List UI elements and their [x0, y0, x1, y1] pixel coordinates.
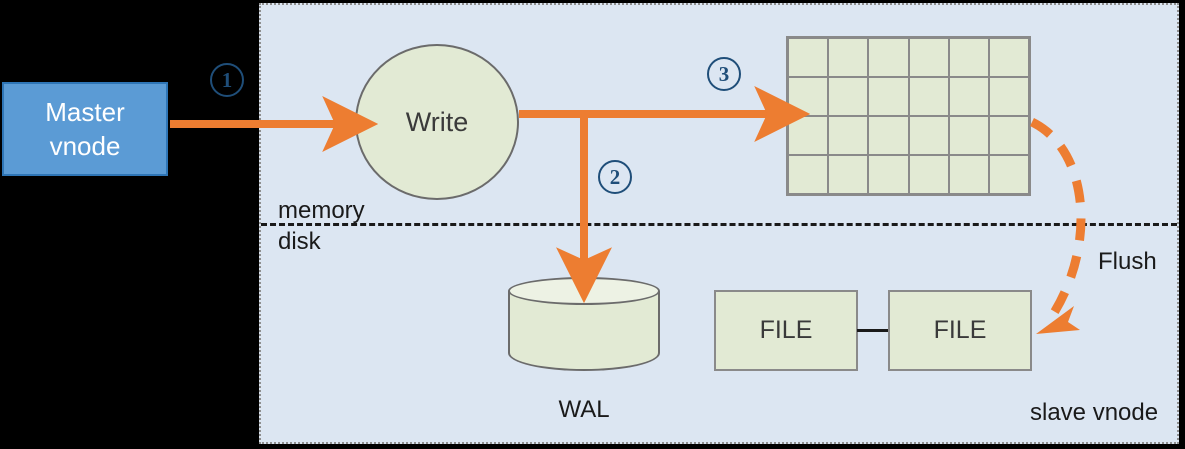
memtable-cell — [949, 78, 988, 115]
wal-cylinder[interactable] — [508, 277, 660, 373]
memtable-cell — [829, 39, 868, 76]
memtable-cell — [829, 117, 868, 154]
flush-label: Flush — [1098, 248, 1157, 275]
memtable-cell — [829, 156, 868, 193]
write-node-label: Write — [405, 106, 469, 137]
memtable-cell — [789, 78, 828, 115]
memory-tier-label: memory — [278, 197, 365, 224]
memtable-cell — [949, 117, 988, 154]
memtable-grid — [786, 36, 1031, 196]
memtable-cell — [949, 156, 988, 193]
memtable-cell — [909, 117, 948, 154]
memtable-cell — [869, 39, 908, 76]
memtable-cell — [989, 156, 1028, 193]
step-number-3: 3 — [707, 57, 741, 91]
memtable-cell — [869, 156, 908, 193]
memtable-cell — [989, 117, 1028, 154]
memtable-cell — [989, 78, 1028, 115]
file-box-1-label: FILE — [759, 316, 813, 344]
memtable-cell — [909, 156, 948, 193]
memory-disk-divider — [261, 223, 1177, 226]
wal-cylinder-top — [508, 277, 660, 305]
memtable-cell — [949, 39, 988, 76]
master-vnode-label-line2: vnode — [49, 131, 121, 161]
file-box-2[interactable]: FILE — [888, 290, 1032, 371]
memtable-cell — [909, 39, 948, 76]
memtable-cell — [989, 39, 1028, 76]
memtable-cell — [869, 117, 908, 154]
wal-label: WAL — [558, 396, 610, 423]
slave-vnode-label: slave vnode — [1030, 399, 1159, 426]
file-box-2-label: FILE — [933, 316, 987, 344]
master-vnode-box[interactable]: Master vnode — [2, 82, 168, 176]
memtable-cell — [829, 78, 868, 115]
memtable-cell — [909, 78, 948, 115]
file-connector-line — [857, 329, 889, 332]
step-number-1: 1 — [210, 63, 244, 97]
master-vnode-label-line1: Master — [45, 97, 125, 127]
step-number-2: 2 — [598, 160, 632, 194]
memtable-cell — [869, 78, 908, 115]
write-node[interactable]: Write — [355, 44, 519, 200]
memtable-cell — [789, 156, 828, 193]
memtable-cell — [789, 39, 828, 76]
file-box-1[interactable]: FILE — [714, 290, 858, 371]
memtable-cell — [789, 117, 828, 154]
disk-tier-label: disk — [278, 228, 321, 255]
